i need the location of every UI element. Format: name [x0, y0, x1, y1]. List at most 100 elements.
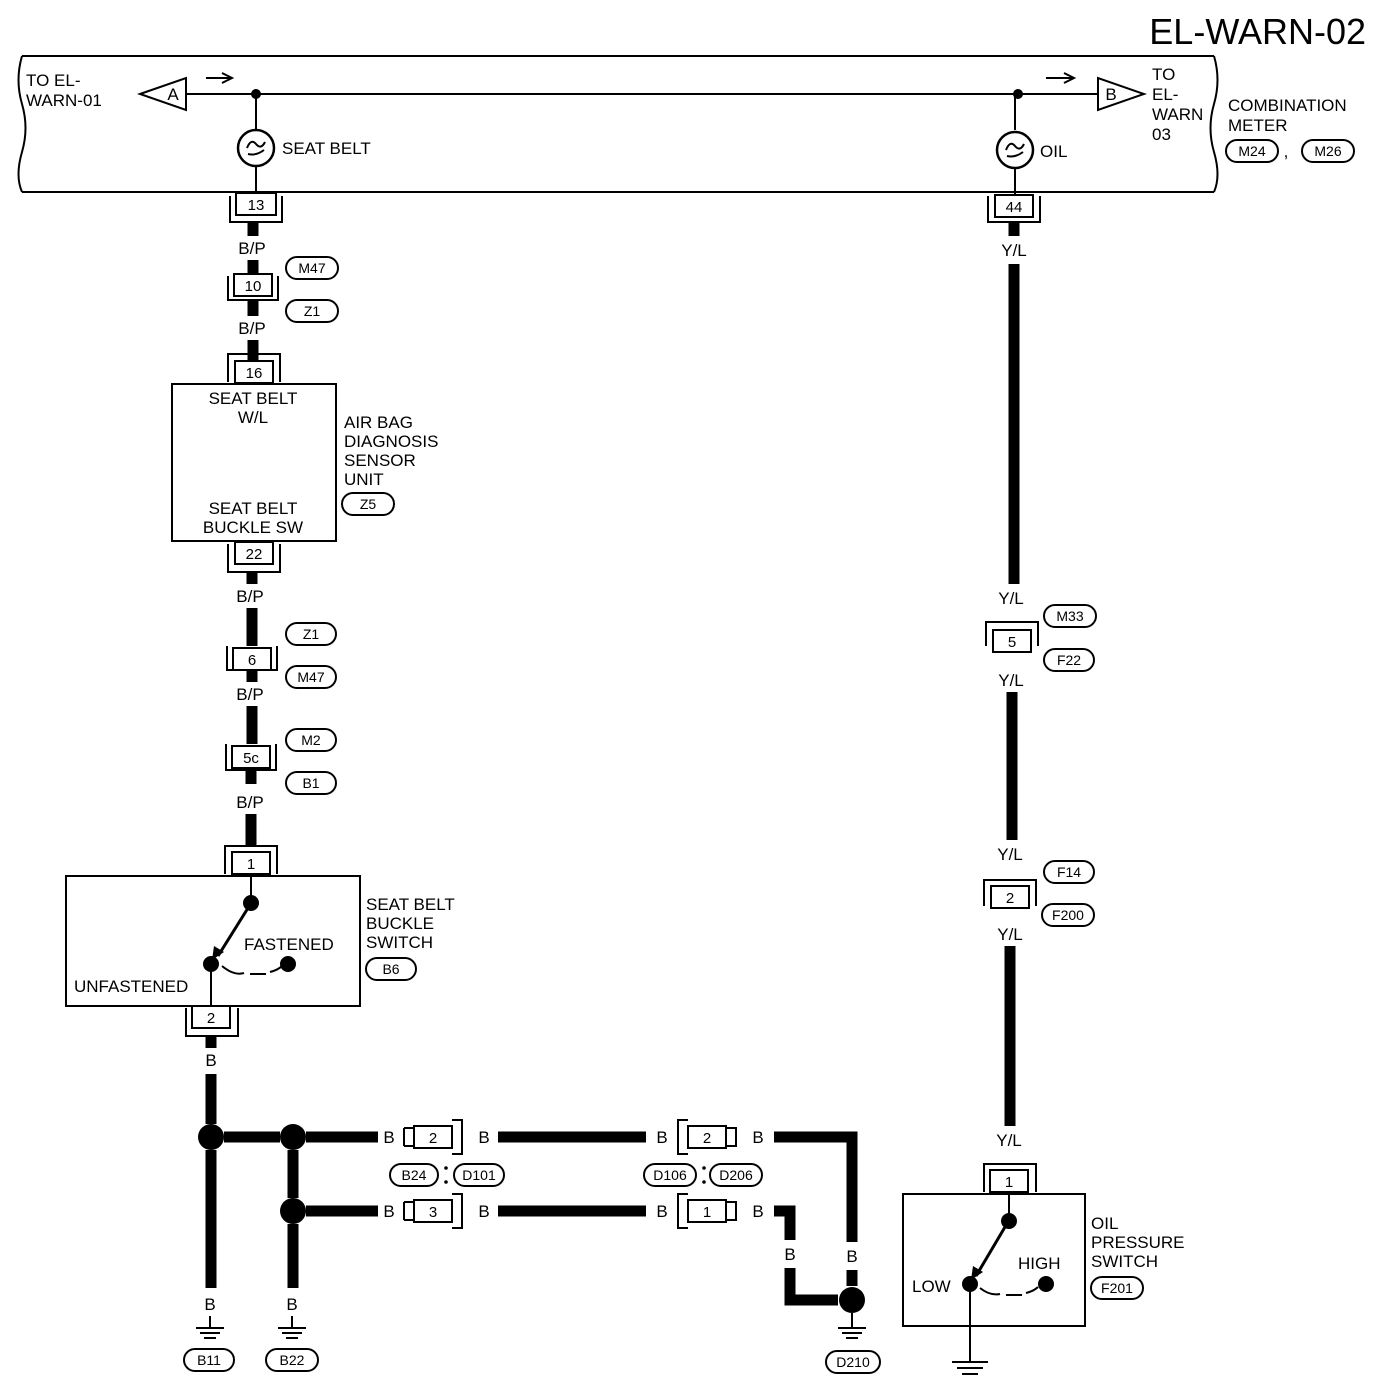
- z1-label-1: Z1: [304, 303, 321, 319]
- dot-sep-2a: [702, 1166, 706, 1170]
- conn-3-left: [403, 1201, 414, 1221]
- pin-2r-bracket: [983, 879, 1037, 906]
- splice-1: [198, 1124, 224, 1150]
- m47-label-2: M47: [297, 669, 324, 685]
- unfastened-label: UNFASTENED: [74, 977, 188, 996]
- to-left-line2: WARN-01: [26, 91, 102, 110]
- conn-1-left: [677, 1193, 688, 1229]
- wire-b-to-d210-right: [774, 1131, 858, 1242]
- pin-2r-box: [990, 885, 1030, 909]
- meter-conn-b: M26: [1314, 143, 1341, 159]
- buckle-pin-2-label: 2: [207, 1010, 215, 1027]
- dot-sep-2b: [702, 1180, 706, 1184]
- to-left-line1: TO EL-: [26, 71, 80, 90]
- f200-oval: [1041, 903, 1095, 927]
- airbag-name-line2: DIAGNOSIS: [344, 432, 438, 451]
- conn-2a-right: [452, 1119, 463, 1155]
- d206-oval: [709, 1163, 763, 1187]
- meter-conn-b-oval: [1301, 139, 1355, 163]
- ground-b11-icon: [196, 1327, 224, 1339]
- current-arrow-right: [1046, 72, 1077, 84]
- wire-b-label-10: B: [752, 1202, 763, 1221]
- oil-lamp-label: OIL: [1040, 142, 1067, 161]
- to-right-line2: EL-: [1152, 85, 1178, 104]
- oil-ground-icon: [952, 1361, 988, 1375]
- buckle-name-line2: BUCKLE: [366, 914, 434, 933]
- airbag-name-line4: UNIT: [344, 470, 384, 489]
- d210-label: D210: [836, 1354, 870, 1370]
- dot-sep-1a: [444, 1166, 448, 1170]
- b22-oval: [265, 1348, 319, 1372]
- wire-b-label-1: B: [205, 1051, 216, 1070]
- meter-conn-a-oval: [1225, 139, 1279, 163]
- pin-44-label: 44: [1006, 199, 1023, 216]
- connector-b-symbol: [1097, 76, 1148, 112]
- pin-16-label: 16: [246, 365, 263, 382]
- conn-3-label: 3: [429, 1204, 437, 1221]
- m33-oval: [1043, 604, 1097, 628]
- wire-b-label-6: B: [846, 1247, 857, 1266]
- buckle-unfastened-contact: [203, 956, 219, 972]
- wire-b-to-d210-left: [784, 1268, 838, 1306]
- to-right-line1: TO: [1152, 65, 1175, 84]
- m2-label: M2: [301, 732, 321, 748]
- seat-belt-lamp-icon: [236, 128, 276, 168]
- wire-b-label-9: B: [656, 1202, 667, 1221]
- airbag-top-line2: W/L: [238, 408, 268, 427]
- pin-10-box: [233, 273, 273, 297]
- b1-oval: [285, 771, 337, 795]
- z5-label: Z5: [360, 496, 377, 512]
- pin-22-label: 22: [246, 546, 263, 563]
- oil-pin-1-label: 1: [1005, 1174, 1013, 1191]
- airbag-name-line3: SENSOR: [344, 451, 416, 470]
- oil-name-line3: SWITCH: [1091, 1252, 1158, 1271]
- m47-oval-2: [285, 665, 337, 689]
- conn-1-label: 1: [703, 1204, 711, 1221]
- buckle-switch-pivot: [243, 895, 259, 911]
- high-label: HIGH: [1018, 1254, 1061, 1273]
- f22-label: F22: [1057, 652, 1081, 668]
- wire-b-label-12: B: [204, 1295, 215, 1314]
- f201-oval: [1090, 1276, 1144, 1300]
- m47-label-1: M47: [298, 260, 325, 276]
- oil-switch-pivot: [1001, 1213, 1017, 1229]
- wire-bp-label-4: B/P: [236, 685, 263, 704]
- ground-d210-icon: [838, 1327, 866, 1339]
- connector-a-symbol: [136, 76, 187, 112]
- buckle-name-line1: SEAT BELT: [366, 895, 455, 914]
- wire-bp-label-1: B/P: [238, 239, 265, 258]
- pin-5c-box: [231, 745, 271, 769]
- wire-bp-label-2: B/P: [238, 319, 265, 338]
- f14-label: F14: [1057, 864, 1081, 880]
- buckle-switch-arm: [216, 907, 250, 957]
- conn-1-right: [726, 1201, 737, 1221]
- wire-b-label-3: B: [478, 1128, 489, 1147]
- conn-2b-box: [687, 1125, 727, 1149]
- pin-16-bracket: [227, 353, 281, 382]
- conn-3-right: [452, 1193, 463, 1229]
- wire-b-label-11: B: [784, 1245, 795, 1264]
- b6-label: B6: [382, 961, 399, 977]
- airbag-bottom-line1: SEAT BELT: [209, 499, 298, 518]
- meter-left-break: [17, 55, 27, 193]
- f200-label: F200: [1052, 907, 1084, 923]
- b1-label: B1: [302, 775, 319, 791]
- wire-b-label-8: B: [478, 1202, 489, 1221]
- to-right-line4: 03: [1152, 125, 1171, 144]
- d106-oval: [643, 1163, 697, 1187]
- oil-high-contact: [1038, 1276, 1054, 1292]
- wire-b-label-2: B: [383, 1128, 394, 1147]
- to-right-line3: WARN: [1152, 105, 1203, 124]
- buckle-switch-box: [65, 875, 361, 1007]
- wire-bp-label-5: B/P: [236, 793, 263, 812]
- f14-oval: [1043, 860, 1095, 884]
- b11-label: B11: [197, 1352, 221, 1368]
- conn-3-box: [413, 1199, 453, 1223]
- d101-oval: [453, 1163, 505, 1187]
- airbag-unit-box: [171, 383, 337, 542]
- buckle-pin-2-box: [191, 1005, 231, 1029]
- wire-yl-label-2: Y/L: [998, 589, 1024, 608]
- d101-label: D101: [462, 1167, 496, 1183]
- d206-label: D206: [719, 1167, 753, 1183]
